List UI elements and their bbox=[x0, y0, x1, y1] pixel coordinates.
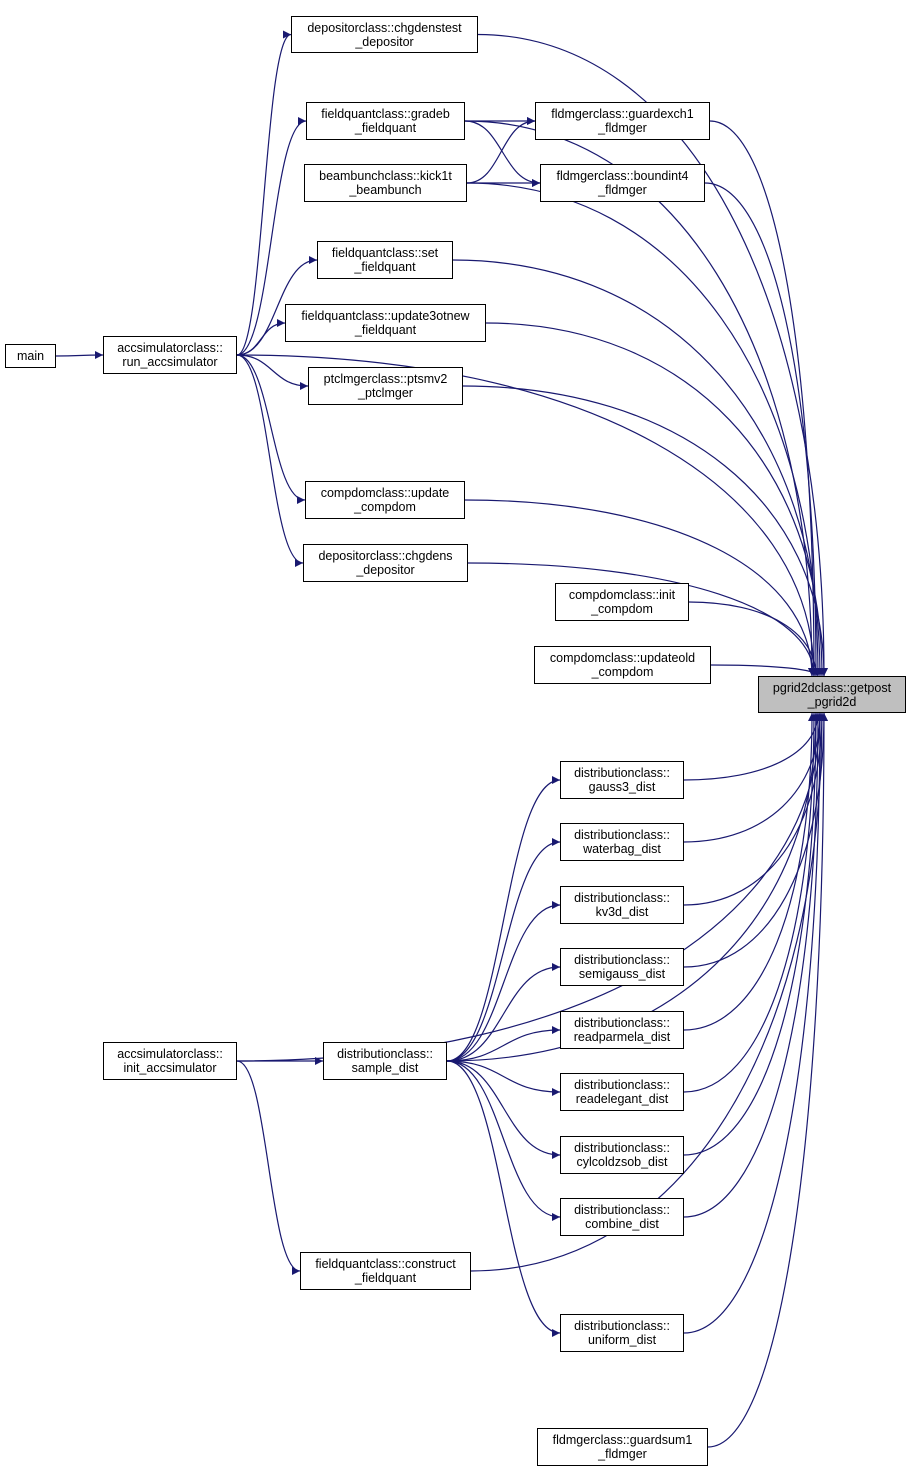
node-fieldquantclass-set[interactable]: fieldquantclass::set_fieldquant bbox=[317, 241, 453, 279]
edge-fq_update3otnew-to-pgrid_getpost bbox=[485, 322, 826, 677]
edge-fld_guardsum1-to-pgrid_getpost bbox=[707, 712, 828, 1448]
node-depositorclass-chgdenstest[interactable]: depositorclass::chgdenstest_depositor bbox=[291, 16, 478, 53]
node-distributionclass-readelegant[interactable]: distributionclass::readelegant_dist bbox=[560, 1073, 684, 1111]
node-distributionclass-uniform[interactable]: distributionclass::uniform_dist bbox=[560, 1314, 684, 1352]
node-main[interactable]: main bbox=[5, 344, 56, 368]
edge-fld_guardexch1-to-pgrid_getpost bbox=[709, 120, 818, 677]
node-fldmgerclass-boundint4[interactable]: fldmgerclass::boundint4_fldmger bbox=[540, 164, 705, 202]
edge-acc_run-to-pgrid_getpost bbox=[236, 354, 818, 677]
edge-dist_sample-to-dist_semigauss bbox=[446, 963, 561, 1062]
node-fieldquantclass-gradeb[interactable]: fieldquantclass::gradeb_fieldquant bbox=[306, 102, 465, 140]
edge-dist_waterbag-to-pgrid_getpost bbox=[683, 712, 824, 843]
edge-cd_init-to-pgrid_getpost bbox=[688, 601, 820, 677]
node-distributionclass-combine[interactable]: distributionclass::combine_dist bbox=[560, 1198, 684, 1236]
edge-ptcl_ptsmv2-to-pgrid_getpost bbox=[462, 385, 828, 677]
node-distributionclass-waterbag[interactable]: distributionclass::waterbag_dist bbox=[560, 823, 684, 861]
edge-dist_sample-to-pgrid_getpost bbox=[446, 712, 820, 1062]
edge-cd_update-to-pgrid_getpost bbox=[464, 499, 816, 677]
node-ptclmgerclass-ptsmv2[interactable]: ptclmgerclass::ptsmv2_ptclmger bbox=[308, 367, 463, 405]
node-fieldquantclass-update3otnew[interactable]: fieldquantclass::update3otnew_fieldquant bbox=[285, 304, 486, 342]
node-compdomclass-updateold[interactable]: compdomclass::updateold_compdom bbox=[534, 646, 711, 684]
edge-acc_run-to-fq_update3otnew bbox=[236, 319, 286, 356]
node-beambunchclass-kick1t[interactable]: beambunchclass::kick1t_beambunch bbox=[304, 164, 467, 202]
edge-acc_run-to-depositor_chgdens bbox=[236, 354, 304, 567]
node-distributionclass-semigauss[interactable]: distributionclass::semigauss_dist bbox=[560, 948, 684, 986]
edge-depositor_chgdens-to-pgrid_getpost bbox=[467, 562, 818, 677]
edge-dist_sample-to-dist_readparmela bbox=[446, 1026, 561, 1062]
edge-dist_readelegant-to-pgrid_getpost bbox=[683, 712, 818, 1093]
edge-acc_init-to-pgrid_getpost bbox=[236, 712, 824, 1062]
edge-dist_kv3d-to-pgrid_getpost bbox=[683, 712, 826, 906]
node-distributionclass-cylcoldzsob[interactable]: distributionclass::cylcoldzsob_dist bbox=[560, 1136, 684, 1174]
edge-dist_sample-to-dist_kv3d bbox=[446, 901, 561, 1062]
node-accsimulatorclass-run[interactable]: accsimulatorclass::run_accsimulator bbox=[103, 336, 237, 374]
edge-bb_kick1t-to-fld_guardexch1 bbox=[466, 117, 536, 184]
edge-dist_gauss3-to-pgrid_getpost bbox=[683, 712, 822, 781]
node-fieldquantclass-construct[interactable]: fieldquantclass::construct_fieldquant bbox=[300, 1252, 471, 1290]
node-distributionclass-gauss3[interactable]: distributionclass::gauss3_dist bbox=[560, 761, 684, 799]
edge-dist_sample-to-dist_cylcoldzsob bbox=[446, 1060, 561, 1159]
node-compdomclass-init[interactable]: compdomclass::init_compdom bbox=[555, 583, 689, 621]
edge-dist_combine-to-pgrid_getpost bbox=[683, 712, 822, 1218]
edge-dist_readparmela-to-pgrid_getpost bbox=[683, 712, 816, 1031]
edge-acc_run-to-depositor_chgdenstest bbox=[236, 30, 292, 356]
node-depositorclass-chgdens[interactable]: depositorclass::chgdens_depositor bbox=[303, 544, 468, 582]
edge-dist_uniform-to-pgrid_getpost bbox=[683, 712, 824, 1334]
edge-dist_cylcoldzsob-to-pgrid_getpost bbox=[683, 712, 820, 1156]
node-compdomclass-update[interactable]: compdomclass::update_compdom bbox=[305, 481, 465, 519]
node-distributionclass-readparmela[interactable]: distributionclass::readparmela_dist bbox=[560, 1011, 684, 1049]
edge-acc_run-to-fq_gradeb bbox=[236, 117, 307, 356]
edge-fq_gradeb-to-fld_boundint4 bbox=[464, 120, 541, 187]
edge-acc_init-to-fq_construct bbox=[236, 1060, 301, 1275]
node-distributionclass-sample[interactable]: distributionclass::sample_dist bbox=[323, 1042, 447, 1080]
edge-fld_boundint4-to-pgrid_getpost bbox=[704, 182, 820, 677]
edge-dist_sample-to-dist_waterbag bbox=[446, 838, 561, 1062]
edge-acc_run-to-cd_update bbox=[236, 354, 306, 504]
edge-main-to-acc_run bbox=[55, 351, 104, 360]
node-accsimulatorclass-init[interactable]: accsimulatorclass::init_accsimulator bbox=[103, 1042, 237, 1080]
node-fldmgerclass-guardexch1[interactable]: fldmgerclass::guardexch1_fldmger bbox=[535, 102, 710, 140]
node-distributionclass-kv3d[interactable]: distributionclass::kv3d_dist bbox=[560, 886, 684, 924]
edge-dist_sample-to-dist_readelegant bbox=[446, 1060, 561, 1096]
node-fldmgerclass-guardsum1[interactable]: fldmgerclass::guardsum1_fldmger bbox=[537, 1428, 708, 1466]
edge-cd_updateold-to-pgrid_getpost bbox=[710, 664, 822, 677]
edge-dist_sample-to-dist_gauss3 bbox=[446, 776, 561, 1062]
edge-depositor_chgdenstest-to-pgrid_getpost bbox=[477, 33, 828, 677]
node-pgrid2dclass-getpost-focus: pgrid2dclass::getpost_pgrid2d bbox=[758, 676, 906, 713]
edge-dist_sample-to-dist_uniform bbox=[446, 1060, 561, 1337]
edge-dist_sample-to-dist_combine bbox=[446, 1060, 561, 1221]
edge-acc_run-to-ptcl_ptsmv2 bbox=[236, 354, 309, 390]
edge-fq_construct-to-pgrid_getpost bbox=[470, 712, 826, 1272]
